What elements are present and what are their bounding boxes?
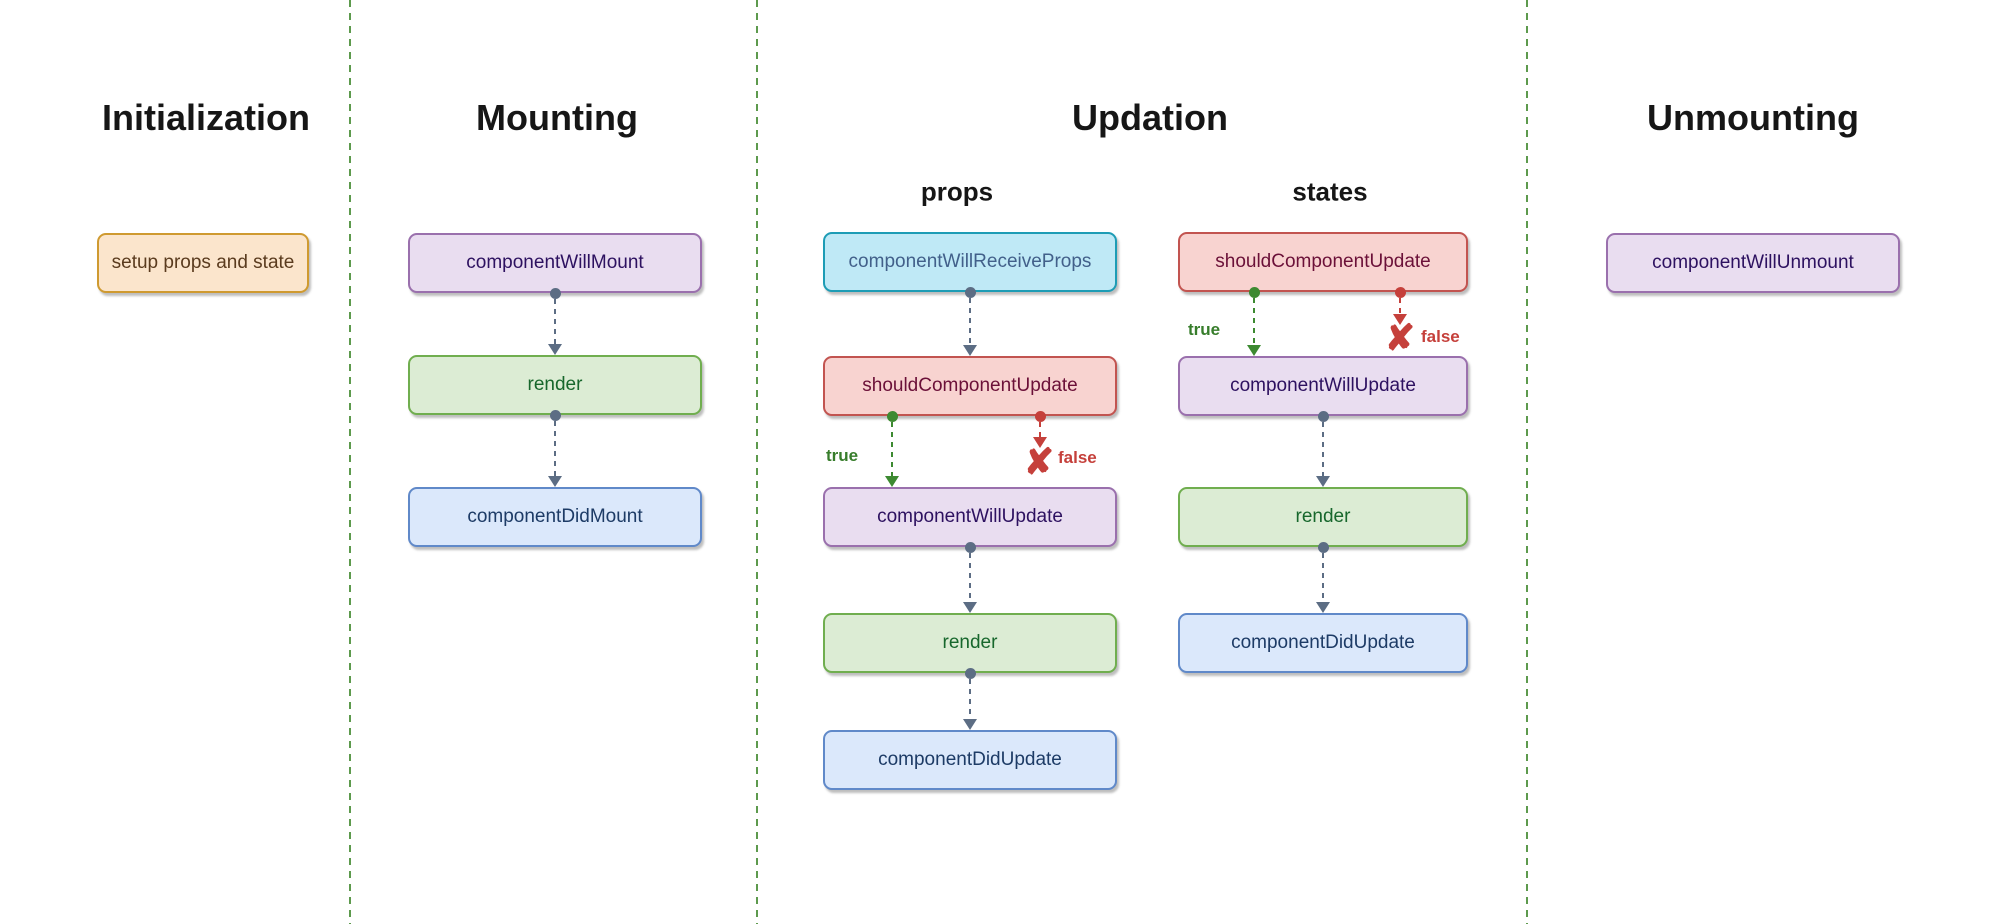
arrow-line: [1253, 298, 1255, 345]
node-should-component-update-states: shouldComponentUpdate: [1178, 232, 1468, 292]
section-divider: [756, 0, 758, 924]
node-label: componentWillUnmount: [1652, 252, 1854, 273]
arrowhead-icon: [963, 602, 977, 613]
false-x-icon: ✘: [1023, 441, 1055, 482]
arrowhead-icon: [548, 476, 562, 487]
arrow-start-dot: [1034, 411, 1046, 422]
arrowhead-icon: [963, 719, 977, 730]
arrowhead-icon: [1393, 314, 1407, 325]
arrow-start-dot: [549, 410, 561, 421]
arrow-willupdate-to-render-props: [963, 542, 977, 613]
arrow-willupdate-to-render-states: [1316, 411, 1330, 487]
arrow-line: [969, 553, 971, 602]
arrow-render-to-didmount: [548, 410, 562, 487]
arrow-line: [1039, 422, 1041, 437]
node-render-props: render: [823, 613, 1117, 673]
node-label: setup props and state: [111, 252, 295, 273]
arrow-start-dot: [964, 287, 976, 298]
arrow-start-dot: [1394, 287, 1406, 298]
arrow-line: [1399, 298, 1401, 314]
arrowhead-icon: [963, 345, 977, 356]
section-title-mounting: Mounting: [476, 97, 638, 138]
node-label: componentWillReceiveProps: [848, 251, 1092, 272]
arrow-start-dot: [964, 542, 976, 553]
branch-label-true: true: [1188, 320, 1221, 339]
arrow-line: [554, 421, 556, 476]
node-label: render: [527, 374, 583, 395]
node-label: componentDidUpdate: [878, 749, 1062, 770]
arrow-line: [891, 422, 893, 476]
arrow-start-dot: [1317, 411, 1329, 422]
arrow-true-branch-states: [1247, 287, 1261, 356]
arrow-line: [1322, 422, 1324, 476]
arrow-receiveprops-to-shouldupdate: [963, 287, 977, 356]
arrowhead-icon: [1316, 602, 1330, 613]
node-component-did-update-states: componentDidUpdate: [1178, 613, 1468, 673]
node-component-will-mount: componentWillMount: [408, 233, 702, 293]
node-component-will-receive-props: componentWillReceiveProps: [823, 232, 1117, 292]
section-title-initialization: Initialization: [101, 97, 311, 138]
node-component-will-unmount: componentWillUnmount: [1606, 233, 1900, 293]
node-render-states: render: [1178, 487, 1468, 547]
node-render-mounting: render: [408, 355, 702, 415]
node-label: shouldComponentUpdate: [862, 375, 1078, 396]
arrow-start-dot: [886, 411, 898, 422]
arrow-start-dot: [964, 668, 976, 679]
branch-label-false: false: [1421, 327, 1460, 346]
column-label-states: states: [1292, 176, 1368, 207]
node-label: render: [1295, 506, 1351, 527]
node-component-did-update-props: componentDidUpdate: [823, 730, 1117, 790]
arrowhead-icon: [1033, 437, 1047, 448]
node-label: componentDidMount: [467, 506, 643, 527]
column-label-props: props: [920, 176, 994, 207]
node-label: componentWillMount: [466, 252, 644, 273]
arrow-false-branch-props: [1033, 411, 1047, 448]
arrowhead-icon: [1247, 345, 1261, 356]
node-setup-props-and-state: setup props and state: [97, 233, 309, 293]
arrow-render-to-didupdate-props: [963, 668, 977, 730]
arrow-line: [554, 299, 556, 344]
arrow-start-dot: [1248, 287, 1260, 298]
arrow-line: [969, 298, 971, 345]
arrow-start-dot: [1317, 542, 1329, 553]
node-label: shouldComponentUpdate: [1215, 251, 1431, 272]
node-component-will-update-props: componentWillUpdate: [823, 487, 1117, 547]
arrow-false-branch-states: [1393, 287, 1407, 325]
node-label: componentWillUpdate: [877, 506, 1063, 527]
arrow-start-dot: [549, 288, 561, 299]
arrow-true-branch-props: [885, 411, 899, 487]
node-component-will-update-states: componentWillUpdate: [1178, 356, 1468, 416]
node-component-did-mount: componentDidMount: [408, 487, 702, 547]
node-should-component-update-props: shouldComponentUpdate: [823, 356, 1117, 416]
branch-label-true: true: [826, 446, 859, 465]
arrowhead-icon: [548, 344, 562, 355]
node-label: render: [942, 632, 998, 653]
section-title-updation: Updation: [1072, 97, 1228, 138]
arrow-line: [969, 679, 971, 719]
arrow-render-to-didupdate-states: [1316, 542, 1330, 613]
branch-label-false: false: [1058, 448, 1097, 467]
node-label: componentDidUpdate: [1231, 632, 1415, 653]
section-divider: [349, 0, 351, 924]
node-label: componentWillUpdate: [1230, 375, 1416, 396]
arrowhead-icon: [885, 476, 899, 487]
section-divider: [1526, 0, 1528, 924]
section-title-unmounting: Unmounting: [1647, 97, 1859, 138]
false-x-icon: ✘: [1384, 317, 1416, 358]
arrow-willmount-to-render: [548, 288, 562, 355]
arrowhead-icon: [1316, 476, 1330, 487]
arrow-line: [1322, 553, 1324, 602]
